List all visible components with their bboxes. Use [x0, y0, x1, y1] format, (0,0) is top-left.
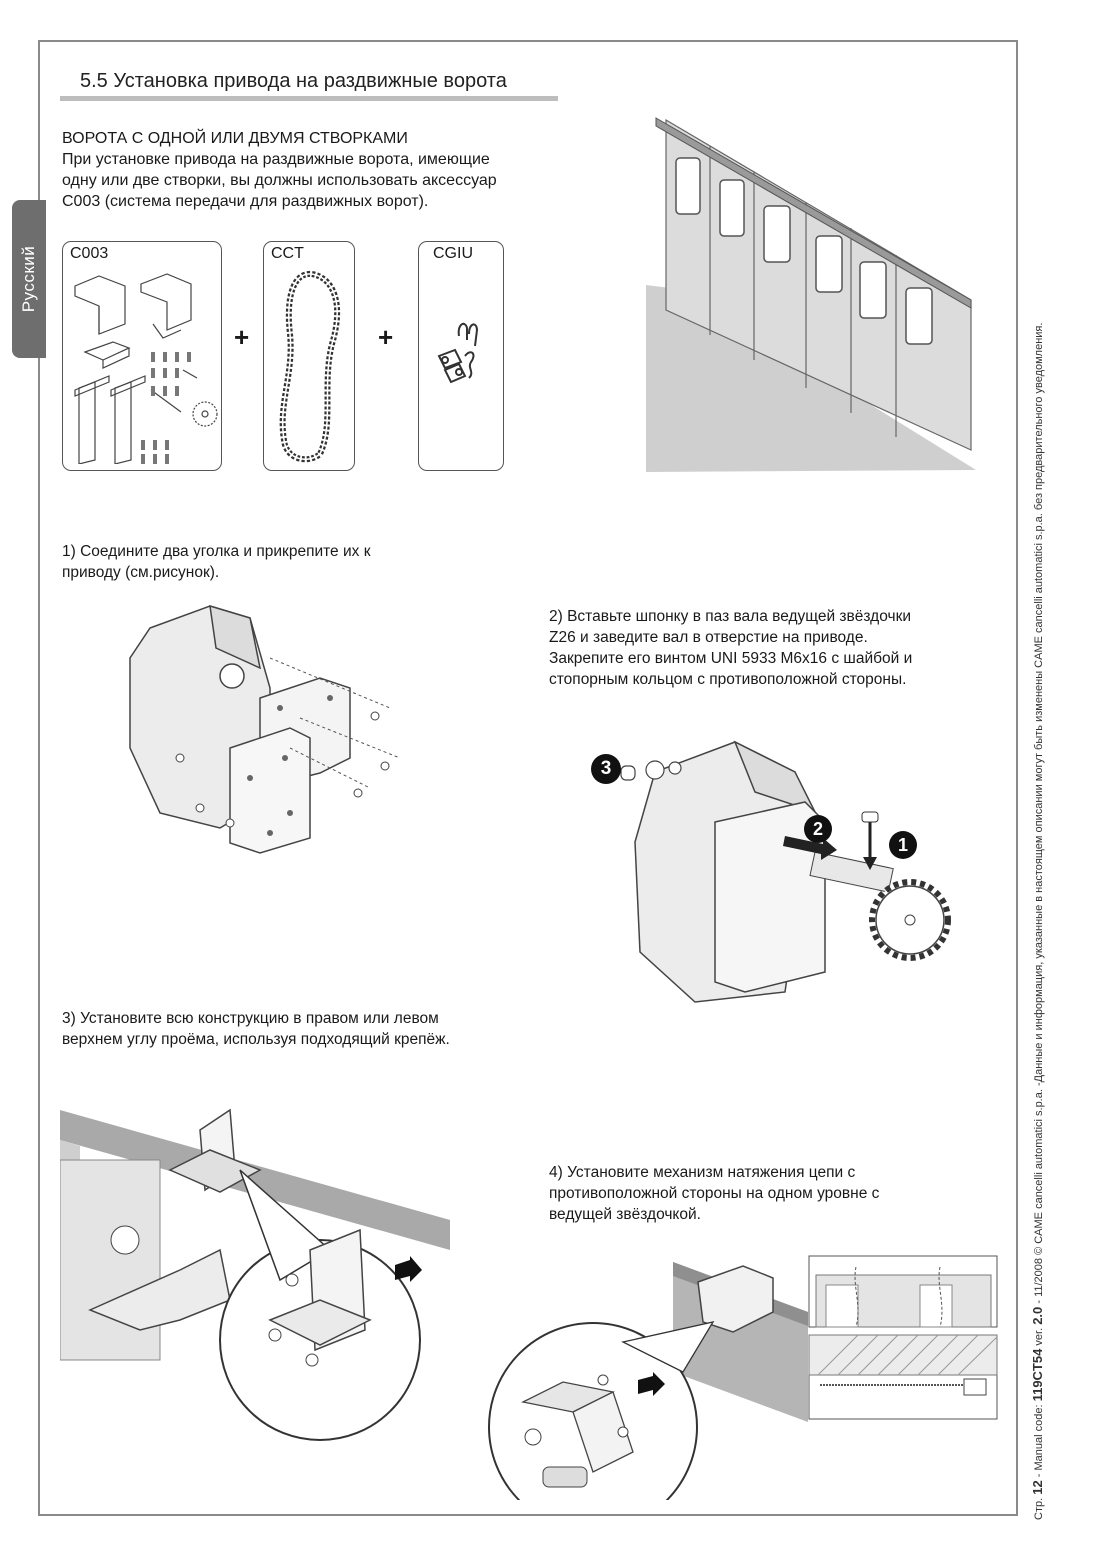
language-tab-label: Русский: [19, 245, 38, 313]
callout-3: 3: [591, 754, 621, 784]
step-4-line: противоположной стороны на одном уровне …: [549, 1185, 880, 1202]
footer-manual-label: - Manual code:: [1033, 1404, 1045, 1478]
kit-cgiu-box: CGIU: [418, 241, 504, 471]
step-4-gate-elevation-diagram: [808, 1255, 998, 1420]
step-1-bracket-assembly-illustration: [129, 604, 401, 854]
intro-line: При установке привода на раздвижные воро…: [62, 151, 490, 168]
step-4-chain-tensioner-illustration: [488, 1262, 808, 1500]
title-underline: [60, 96, 558, 101]
intro-line: одну или две створки, вы должны использо…: [62, 172, 497, 189]
plus-sign: +: [234, 322, 250, 352]
footer-date: - 11/2008: [1033, 1257, 1045, 1304]
step-3-line: верхнем углу проёма, используя подходящи…: [62, 1031, 450, 1048]
footer-version: 2.0: [1030, 1306, 1045, 1325]
step-3-text: 3) Установите всю конструкцию в правом и…: [62, 1008, 450, 1050]
footer-vertical-note: Стр. 12 - Manual code: 119CT54 ver. 2.0 …: [1030, 323, 1045, 1520]
step-2-line: 2) Вставьте шпонку в паз вала ведущей зв…: [549, 608, 912, 625]
kit-c003-parts-illustration: [74, 273, 218, 464]
kit-c003-box: C003: [62, 241, 222, 471]
step-3-corner-mounting-illustration: [60, 1108, 450, 1441]
sliding-gate-illustration: [646, 117, 976, 472]
chain-link-joint-illustration: [437, 322, 479, 384]
step-2-line: стопорным кольцом с противоположной стор…: [549, 671, 907, 688]
intro-block: ВОРОТА С ОДНОЙ ИЛИ ДВУМЯ СТВОРКАМИ При у…: [62, 128, 582, 212]
sprocket-gear-icon: [869, 879, 951, 961]
chain-loop-illustration: [279, 270, 341, 463]
kit-cgiu-label: CGIU: [433, 245, 473, 262]
footer-ver-label: ver.: [1033, 1327, 1045, 1346]
step-2-sprocket-installation-illustration: [620, 740, 951, 1003]
step-2-line: Закрепите его винтом UNI 5933 M6x16 с ша…: [549, 650, 913, 667]
step-4-line: ведущей звёздочкой.: [549, 1206, 701, 1223]
intro-heading: ВОРОТА С ОДНОЙ ИЛИ ДВУМЯ СТВОРКАМИ: [62, 130, 408, 147]
step-3-line: 3) Установите всю конструкцию в правом и…: [62, 1010, 439, 1027]
step-1-text: 1) Соедините два уголка и прикрепите их …: [62, 541, 370, 583]
page-frame: [38, 40, 1018, 1516]
kit-cct-label: CCT: [271, 245, 304, 262]
kit-c003-label: C003: [70, 245, 109, 262]
language-tab[interactable]: Русский: [12, 200, 46, 358]
callout-1: 1: [889, 831, 917, 859]
callout-2: 2: [804, 815, 832, 843]
footer-manual-code: 119CT54: [1030, 1348, 1045, 1402]
section-title: 5.5 Установка привода на раздвижные воро…: [80, 70, 507, 92]
plus-sign: +: [378, 322, 394, 352]
step-4-text: 4) Установите механизм натяжения цепи с …: [549, 1162, 879, 1225]
step-1-line: 1) Соедините два уголка и прикрепите их …: [62, 543, 371, 560]
kit-cct-box: CCT: [263, 241, 355, 471]
intro-line: С003 (система передачи для раздвижных во…: [62, 193, 429, 210]
step-1-line: приводу (см.рисунок).: [62, 564, 220, 581]
footer-copyright: © CAME cancelli automatici s.p.a. -Данны…: [1033, 322, 1045, 1255]
step-2-text: 2) Вставьте шпонку в паз вала ведущей зв…: [549, 606, 912, 690]
step-4-line: 4) Установите механизм натяжения цепи с: [549, 1164, 856, 1181]
step-2-line: Z26 и заведите вал в отверстие на привод…: [549, 629, 868, 646]
footer-prefix: Стр.: [1033, 1497, 1045, 1520]
footer-page-number: 12: [1030, 1480, 1045, 1495]
